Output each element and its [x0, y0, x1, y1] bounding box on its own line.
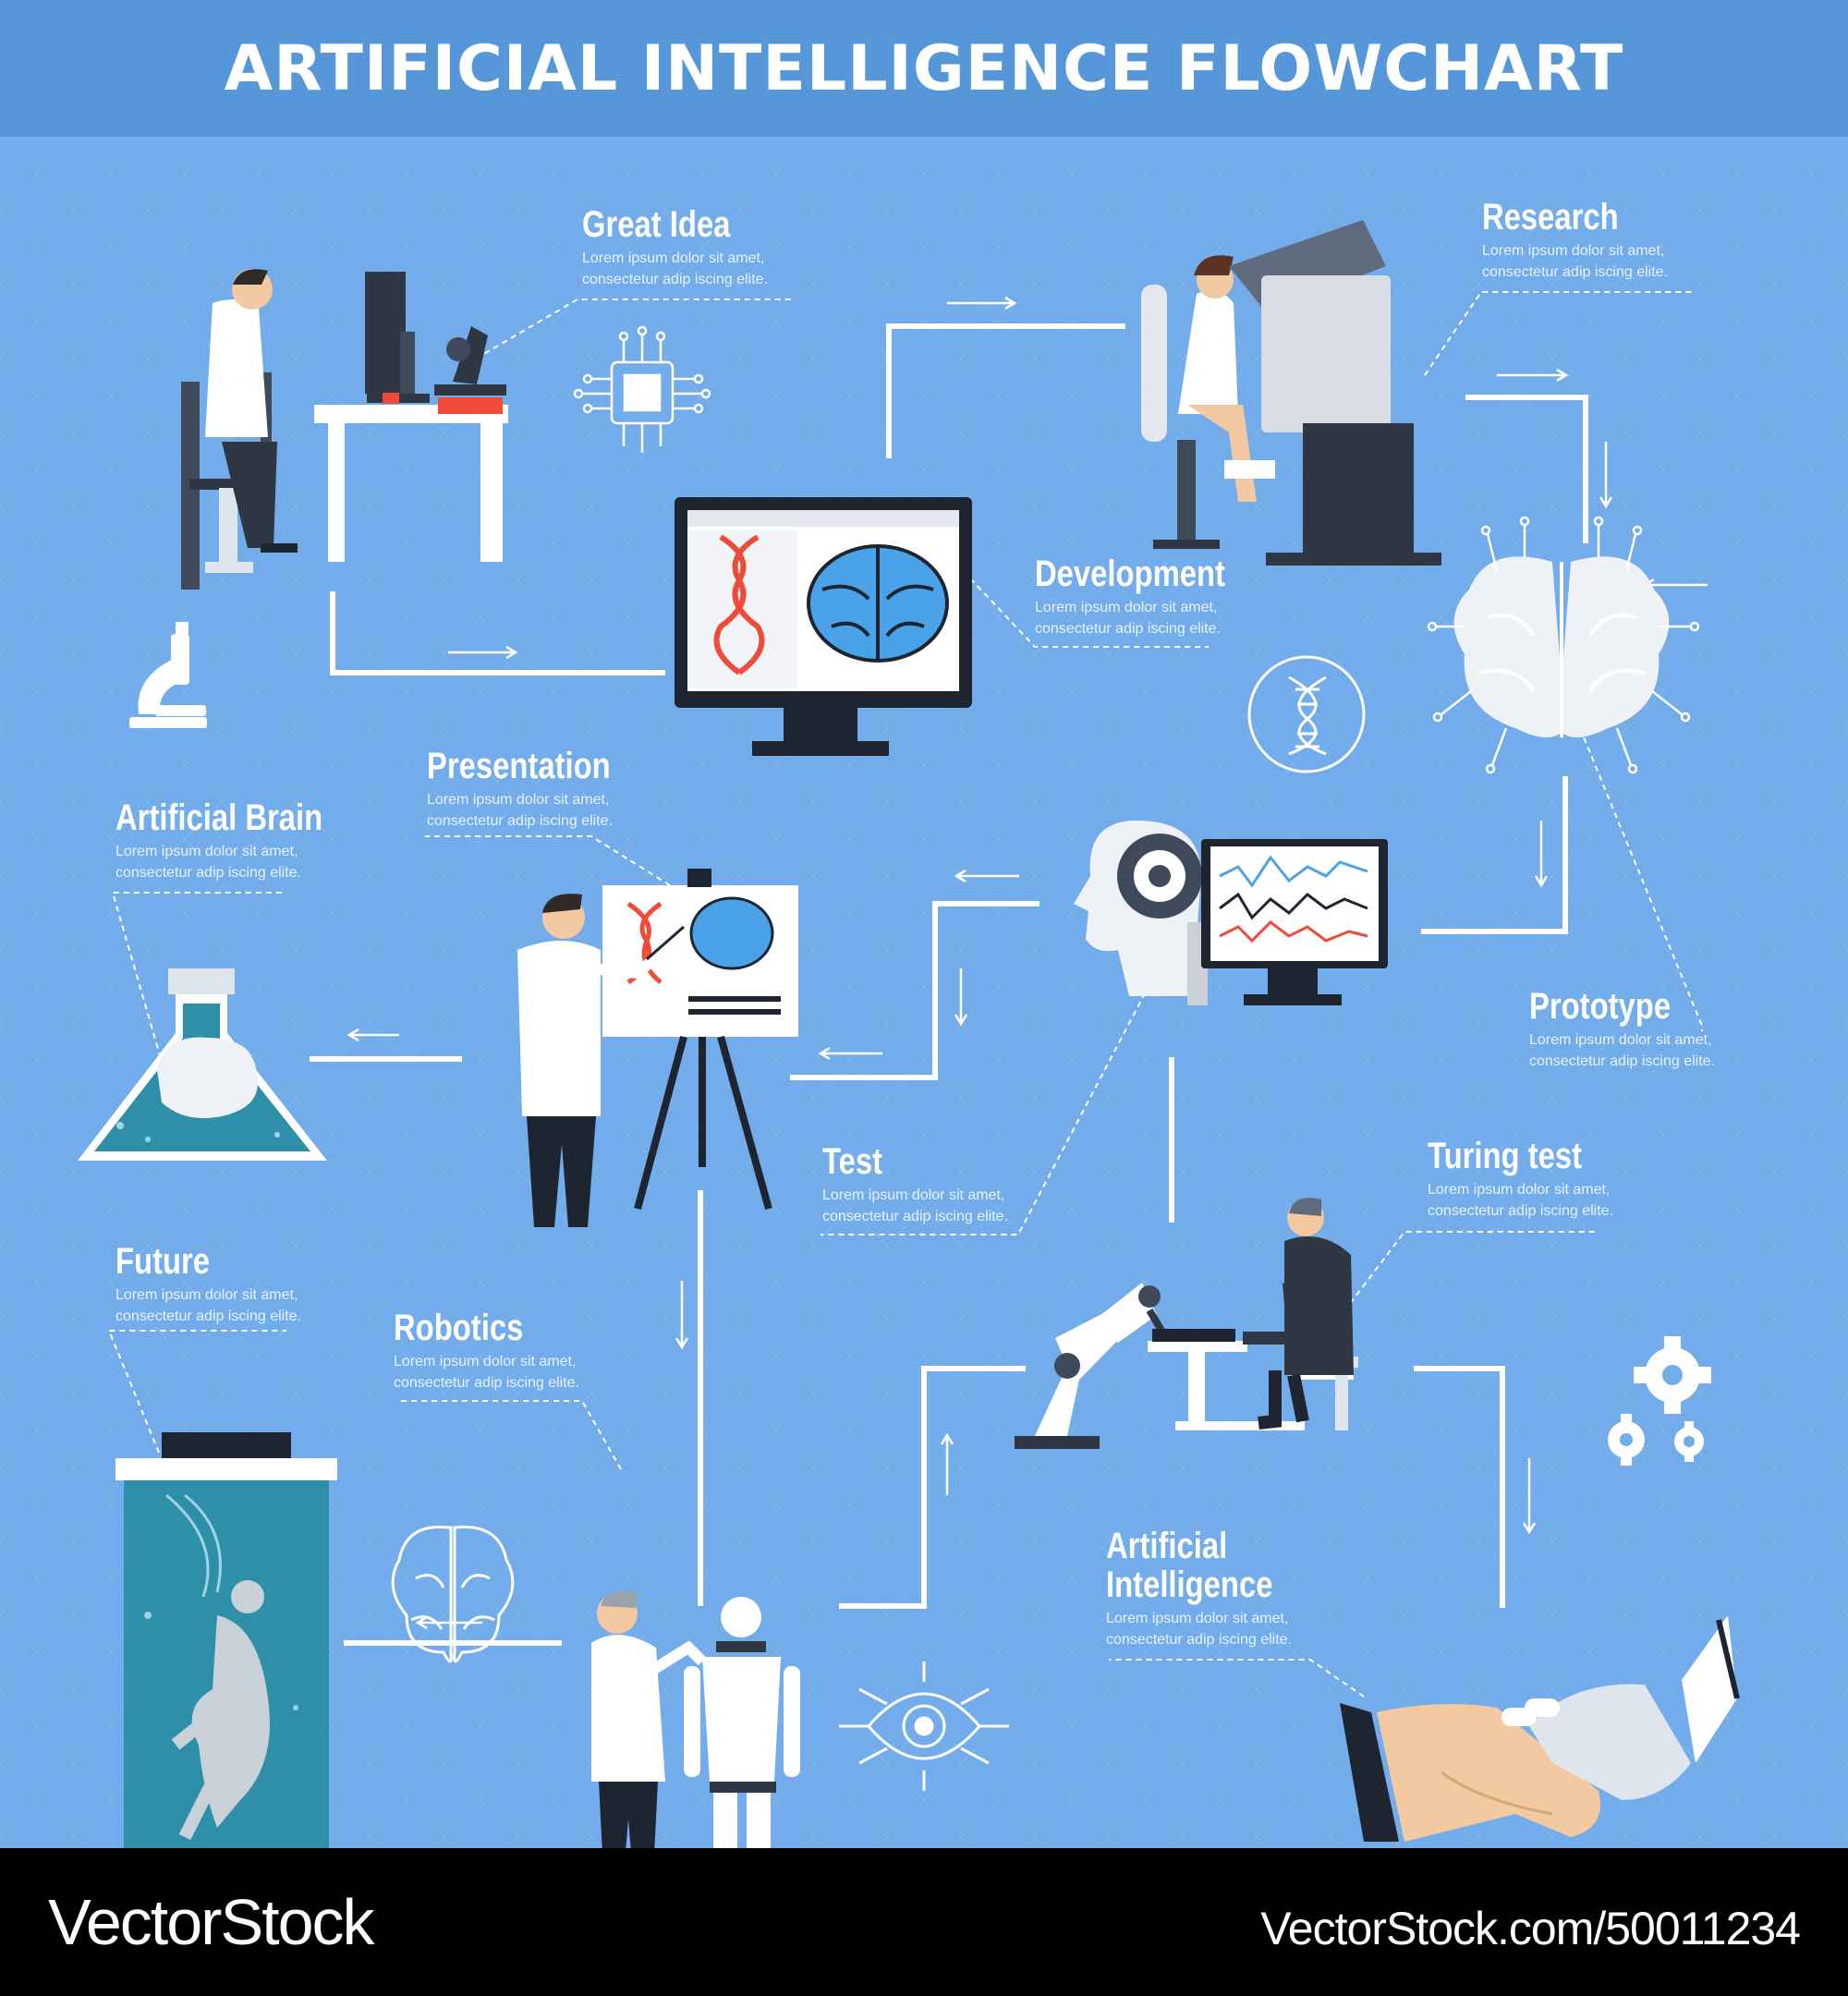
step-great-idea: Great Idea Lorem ipsum dolor sit amet, c… [582, 205, 813, 290]
step-desc: Lorem ipsum dolor sit amet, consectetur … [116, 844, 301, 881]
step-desc: Lorem ipsum dolor sit amet, consectetur … [116, 1287, 301, 1324]
brand-logo: VectorStock [48, 1886, 375, 1958]
step-title: Great Idea [582, 204, 731, 245]
microscope-icon [129, 622, 207, 728]
brain-outline-icon [391, 1525, 515, 1663]
eye-circuit-icon [839, 1661, 1009, 1791]
step-desc: Lorem ipsum dolor sit amet, consectetur … [1428, 1182, 1613, 1219]
header: ARTIFICIAL INTELLIGENCE FLOWCHART [0, 0, 1848, 137]
step-desc: Lorem ipsum dolor sit amet, consectetur … [1529, 1032, 1715, 1069]
step-title: Future [116, 1241, 211, 1282]
page-title: ARTIFICIAL INTELLIGENCE FLOWCHART [224, 31, 1624, 105]
monitor-dna-brain-icon [675, 497, 972, 756]
flow-arrows [346, 296, 1708, 1630]
handshake-icon [1340, 1615, 1740, 1842]
step-title: Research [1482, 197, 1619, 237]
step-title: Robotics [394, 1308, 524, 1348]
connector-lines [310, 323, 1588, 1646]
step-desc: Lorem ipsum dolor sit amet, consectetur … [427, 792, 613, 829]
step-prototype: Prototype Lorem ipsum dolor sit amet, co… [1529, 987, 1760, 1072]
step-desc: Lorem ipsum dolor sit amet, consectetur … [394, 1354, 579, 1391]
flowchart-art [0, 137, 1848, 1848]
step-artificial-brain: Artificial Brain Lorem ipsum dolor sit a… [116, 798, 368, 883]
chess-robot-icon [1015, 1198, 1358, 1449]
step-desc: Lorem ipsum dolor sit amet, consectetur … [1482, 243, 1668, 280]
step-presentation: Presentation Lorem ipsum dolor sit amet,… [427, 747, 658, 832]
dna-circle-icon [1247, 655, 1366, 773]
step-desc: Lorem ipsum dolor sit amet, consectetur … [1035, 600, 1221, 637]
step-title: Development [1035, 554, 1225, 594]
step-artificial-intelligence: Artificial Intelligence Lorem ipsum dolo… [1106, 1527, 1337, 1650]
leader-lines [107, 291, 1703, 1698]
step-title: Presentation [427, 746, 611, 786]
step-development: Development Lorem ipsum dolor sit amet, … [1035, 554, 1267, 639]
robotics-icon [591, 1590, 800, 1848]
step-turing-test: Turing test Lorem ipsum dolor sit amet, … [1428, 1137, 1659, 1222]
researcher-icon [1141, 220, 1441, 566]
step-desc: Lorem ipsum dolor sit amet, consectetur … [1106, 1611, 1292, 1648]
step-title: Test [822, 1141, 883, 1182]
step-robotics: Robotics Lorem ipsum dolor sit amet, con… [394, 1308, 625, 1394]
flask-brain-icon [78, 968, 327, 1161]
flowchart: Great Idea Lorem ipsum dolor sit amet, c… [0, 137, 1848, 1848]
step-title: Artificial Brain [116, 797, 323, 838]
step-research: Research Lorem ipsum dolor sit amet, con… [1482, 198, 1713, 283]
footer: VectorStock VectorStock.com/50011234 [0, 1848, 1848, 1996]
step-title: Artificial Intelligence [1106, 1526, 1273, 1605]
step-title: Turing test [1428, 1136, 1583, 1176]
presenter-icon [517, 869, 798, 1227]
step-desc: Lorem ipsum dolor sit amet, consectetur … [822, 1187, 1008, 1224]
chip-icon [573, 325, 711, 453]
image-url: VectorStock.com/50011234 [1260, 1903, 1801, 1954]
scientist-at-computer-icon [181, 269, 508, 590]
step-desc: Lorem ipsum dolor sit amet, consectetur … [582, 250, 768, 287]
robot-head-monitor-icon [1074, 821, 1388, 1005]
step-title: Prototype [1529, 986, 1672, 1027]
gears-icon [1608, 1336, 1711, 1466]
step-future: Future Lorem ipsum dolor sit amet, conse… [116, 1242, 346, 1327]
brain-circuit-icon [1427, 516, 1700, 774]
capsule-robot-icon [116, 1432, 337, 1848]
step-test: Test Lorem ipsum dolor sit amet, consect… [822, 1142, 1053, 1227]
